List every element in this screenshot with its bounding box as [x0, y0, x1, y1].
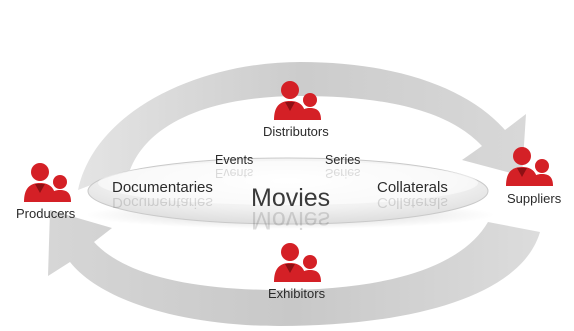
content-label-collaterals: Collaterals — [377, 179, 448, 196]
node-label-suppliers: Suppliers — [507, 191, 562, 206]
top-flow-arrow — [78, 62, 526, 190]
bottom-flow-arrow — [48, 210, 540, 326]
people-group-icon — [274, 243, 321, 282]
ellipse-highlight — [98, 161, 478, 205]
center-reflection-movies: Movies — [251, 206, 331, 234]
content-reflection-documentaries: Documentaries — [112, 194, 213, 211]
content-label-events: Events — [215, 153, 254, 167]
people-group-icon — [506, 147, 553, 186]
node-label-exhibitors: Exhibitors — [268, 286, 326, 301]
content-reflection-series: Series — [325, 166, 361, 180]
content-reflection-events: Events — [215, 166, 254, 180]
node-label-producers: Producers — [16, 206, 76, 221]
content-label-series: Series — [325, 153, 361, 167]
content-reflection-collaterals: Collaterals — [377, 194, 448, 211]
node-label-distributors: Distributors — [263, 124, 329, 139]
center-label-movies: Movies — [251, 184, 331, 212]
people-group-icon — [274, 81, 321, 120]
content-label-documentaries: Documentaries — [112, 179, 213, 196]
people-group-icon — [24, 163, 71, 202]
